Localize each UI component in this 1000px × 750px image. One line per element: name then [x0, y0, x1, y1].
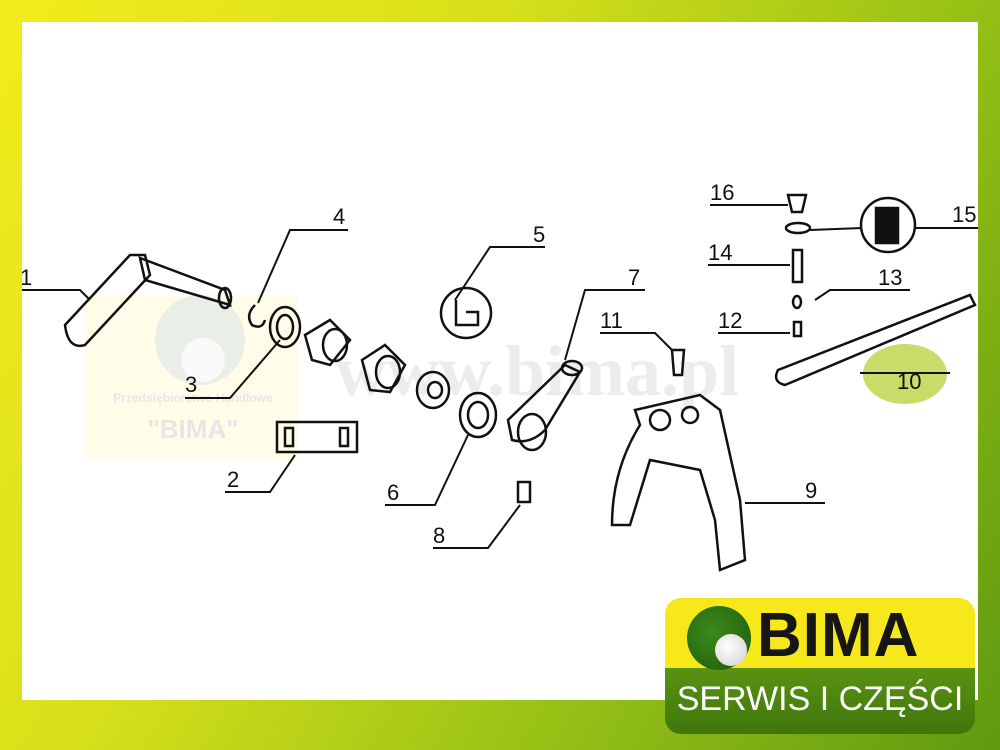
- part-15-washer: [784, 221, 812, 235]
- part-3-washer: [268, 305, 302, 349]
- logo-white-ball-icon: [715, 634, 747, 666]
- label-16: 16: [710, 180, 734, 205]
- part-9-fork: [610, 393, 747, 572]
- label-13: 13: [878, 265, 902, 290]
- part-drawings: [63, 193, 977, 572]
- bearing-a: [303, 318, 352, 367]
- exploded-parts-diagram: Przedsiębiorstwo Handlowe "BIMA" www.bim…: [22, 180, 978, 572]
- label-3: 3: [185, 372, 197, 397]
- part-labels: 1 2 3 4 5 6 7 8 9 10 11 12 13 14 15 16: [22, 180, 976, 548]
- label-10: 10: [897, 369, 921, 394]
- logo-name: BIMA: [757, 601, 920, 670]
- parts-diagram-canvas: Przedsiębiorstwo Handlowe "BIMA" www.bim…: [22, 22, 978, 700]
- part-8-bolt: [516, 480, 532, 504]
- label-6: 6: [387, 480, 399, 505]
- watermark-company-name: "BIMA": [147, 414, 238, 444]
- watermark-logo-ball: [181, 338, 225, 382]
- part-5-nut: [415, 370, 451, 410]
- part-6-washer: [458, 391, 498, 439]
- part-16-plug: [786, 193, 808, 214]
- label-5: 5: [533, 222, 545, 247]
- logo-tagline: SERWIS I CZĘŚCI: [676, 680, 964, 718]
- part-12-pin: [792, 320, 803, 338]
- logo-green-band: [665, 668, 975, 734]
- part-2-sleeve: [275, 420, 359, 454]
- part-10-rod: [774, 293, 977, 387]
- label-12: 12: [718, 308, 742, 333]
- label-8: 8: [433, 523, 445, 548]
- part-13-ball: [791, 294, 803, 310]
- label-2: 2: [227, 467, 239, 492]
- bima-logo: BIMA SERWIS I CZĘŚCI: [665, 598, 975, 736]
- label-9: 9: [805, 478, 817, 503]
- label-14: 14: [708, 240, 732, 265]
- part-14-spring: [791, 248, 804, 284]
- part-4-circlip: [247, 304, 267, 328]
- label-11: 11: [600, 308, 623, 333]
- label-1: 1: [22, 265, 32, 290]
- part-5-detail-circle: [439, 286, 493, 340]
- part-7-arm: [506, 363, 582, 443]
- label-15: 15: [952, 202, 976, 227]
- bearing-b: [360, 343, 407, 394]
- label-4: 4: [333, 204, 345, 229]
- label-7: 7: [628, 265, 640, 290]
- leader-lines: [22, 204, 978, 549]
- part-11-screw: [670, 348, 686, 377]
- part-15-detail-circle: [859, 196, 917, 254]
